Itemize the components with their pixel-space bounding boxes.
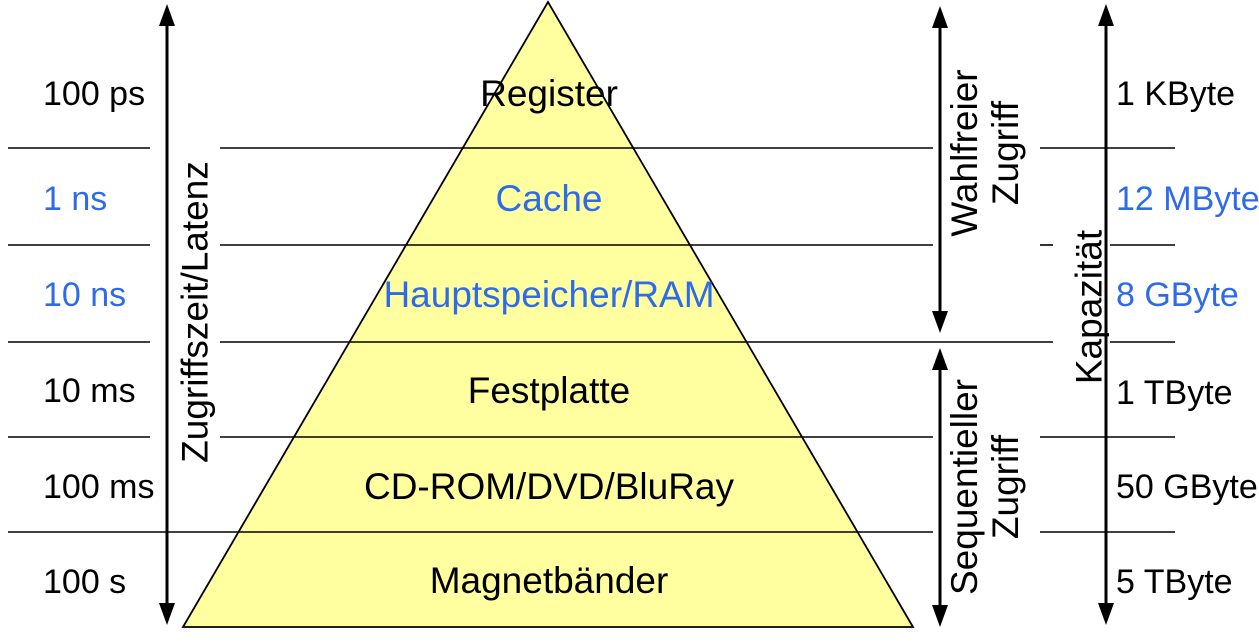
access-time-disk: 10 ms bbox=[43, 372, 136, 410]
level-divider-lines bbox=[8, 147, 1175, 533]
capacity-tape: 5 TByte bbox=[1116, 563, 1233, 601]
level-register: Register bbox=[480, 73, 618, 114]
capacity-register: 1 KByte bbox=[1116, 75, 1236, 113]
access-time-cache: 1 ns bbox=[43, 180, 108, 218]
latency-axis-arrow bbox=[159, 4, 175, 625]
sequential-access-label: Sequentieller Zugriff bbox=[944, 379, 1026, 595]
capacity-cache: 12 MByte bbox=[1116, 180, 1259, 218]
level-tape: Magnetbänder bbox=[429, 560, 669, 601]
access-time-optical: 100 ms bbox=[43, 468, 155, 506]
capacity-axis-label: Kapazität bbox=[1068, 229, 1110, 385]
level-optical: CD-ROM/DVD/BluRay bbox=[363, 466, 735, 507]
random-access-arrow bbox=[932, 6, 948, 333]
capacity-axis-arrow bbox=[1098, 4, 1114, 625]
capacity-disk: 1 TByte bbox=[1116, 374, 1233, 412]
level-disk: Festplatte bbox=[467, 370, 631, 411]
access-time-ram: 10 ns bbox=[43, 276, 127, 314]
capacity-ram: 8 GByte bbox=[1116, 276, 1239, 314]
pyramid-shape bbox=[181, 0, 915, 628]
access-time-register: 100 ps bbox=[43, 75, 146, 113]
access-time-tape: 100 s bbox=[43, 563, 127, 601]
random-access-label: Wahlfreier Zugriff bbox=[944, 69, 1026, 237]
latency-axis-label: Zugriffszeit/Latenz bbox=[174, 161, 216, 463]
level-ram: Hauptspeicher/RAM bbox=[383, 274, 715, 315]
level-cache: Cache bbox=[495, 178, 603, 219]
sequential-access-arrow bbox=[932, 348, 948, 627]
capacity-optical: 50 GByte bbox=[1116, 468, 1258, 506]
